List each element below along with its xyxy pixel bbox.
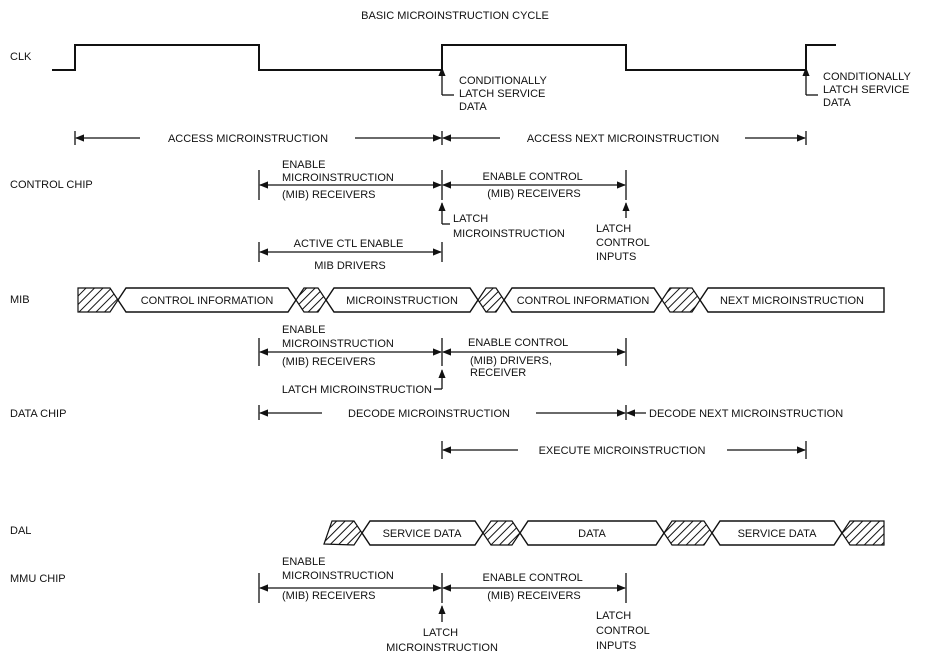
- mib-latch-micro-marker: [434, 369, 446, 390]
- dc-decode-label: DECODE MICROINSTRUCTION: [348, 408, 510, 420]
- cc-latch-micro-marker: [438, 202, 450, 225]
- row-label-mib: MIB: [10, 294, 30, 306]
- row-label-clk: CLK: [10, 51, 32, 63]
- row-label-mmu-chip: MMU CHIP: [10, 573, 66, 585]
- dal-label-service-data-2: SERVICE DATA: [738, 528, 818, 540]
- clk-latch-marker-2: [802, 67, 818, 96]
- clk-latch-marker-1: [438, 67, 454, 96]
- dal-label-service-data-1: SERVICE DATA: [383, 528, 463, 540]
- cc-latch-control-label: LATCH CONTROL INPUTS: [596, 223, 652, 263]
- mib-segment-next-microinstruction: [699, 287, 885, 313]
- mib-label-control-information-2: CONTROL INFORMATION: [517, 295, 650, 307]
- mmu-latch-micro-label: LATCH MICROINSTRUCTION: [386, 627, 498, 654]
- mib-bus: [77, 287, 885, 313]
- mmu-enable-micro-label: ENABLE MICROINSTRUCTION (MIB) RECEIVERS: [282, 556, 397, 602]
- mib-label-control-information-1: CONTROL INFORMATION: [141, 295, 274, 307]
- dc-decode-next-label: DECODE NEXT MICROINSTRUCTION: [649, 408, 843, 420]
- row-label-data-chip: DATA CHIP: [10, 408, 66, 420]
- mmu-enable-control-label: ENABLE CONTROL (MIB) RECEIVERS: [483, 572, 586, 602]
- row-label-dal: DAL: [10, 525, 31, 537]
- row-label-control-chip: CONTROL CHIP: [10, 179, 93, 191]
- clk-latch-note-2: CONDITIONALLY LATCH SERVICE DATA: [823, 71, 914, 109]
- access-next-label: ACCESS NEXT MICROINSTRUCTION: [527, 133, 719, 145]
- dc-execute-label: EXECUTE MICROINSTRUCTION: [539, 445, 706, 457]
- access-label: ACCESS MICROINSTRUCTION: [168, 133, 328, 145]
- mib-latch-micro-label: LATCH MICROINSTRUCTION: [282, 384, 432, 396]
- dal-label-data: DATA: [578, 528, 606, 540]
- cc-enable-control-label: ENABLE CONTROL (MIB) RECEIVERS: [483, 171, 586, 200]
- cc-enable-micro-label: ENABLE MICROINSTRUCTION (MIB) RECEIVERS: [282, 159, 397, 201]
- dal-bus: [323, 520, 885, 546]
- clk-waveform: [52, 44, 836, 71]
- cc-latch-micro-label: LATCH MICROINSTRUCTION: [453, 213, 565, 240]
- clk-latch-note-1: CONDITIONALLY LATCH SERVICE DATA: [459, 75, 550, 113]
- mib-label-microinstruction: MICROINSTRUCTION: [346, 295, 458, 307]
- mib-enable-control-label: ENABLE CONTROL (MIB) DRIVERS, RECEIVER: [468, 337, 571, 379]
- mib-label-next-microinstruction: NEXT MICROINSTRUCTION: [720, 295, 864, 307]
- diagram-title: BASIC MICROINSTRUCTION CYCLE: [361, 10, 549, 22]
- cc-active-label: ACTIVE CTL ENABLE MIB DRIVERS: [294, 238, 407, 272]
- mmu-latch-control-label: LATCH CONTROL INPUTS: [596, 610, 652, 652]
- mib-enable-micro-label: ENABLE MICROINSTRUCTION (MIB) RECEIVERS: [282, 324, 397, 368]
